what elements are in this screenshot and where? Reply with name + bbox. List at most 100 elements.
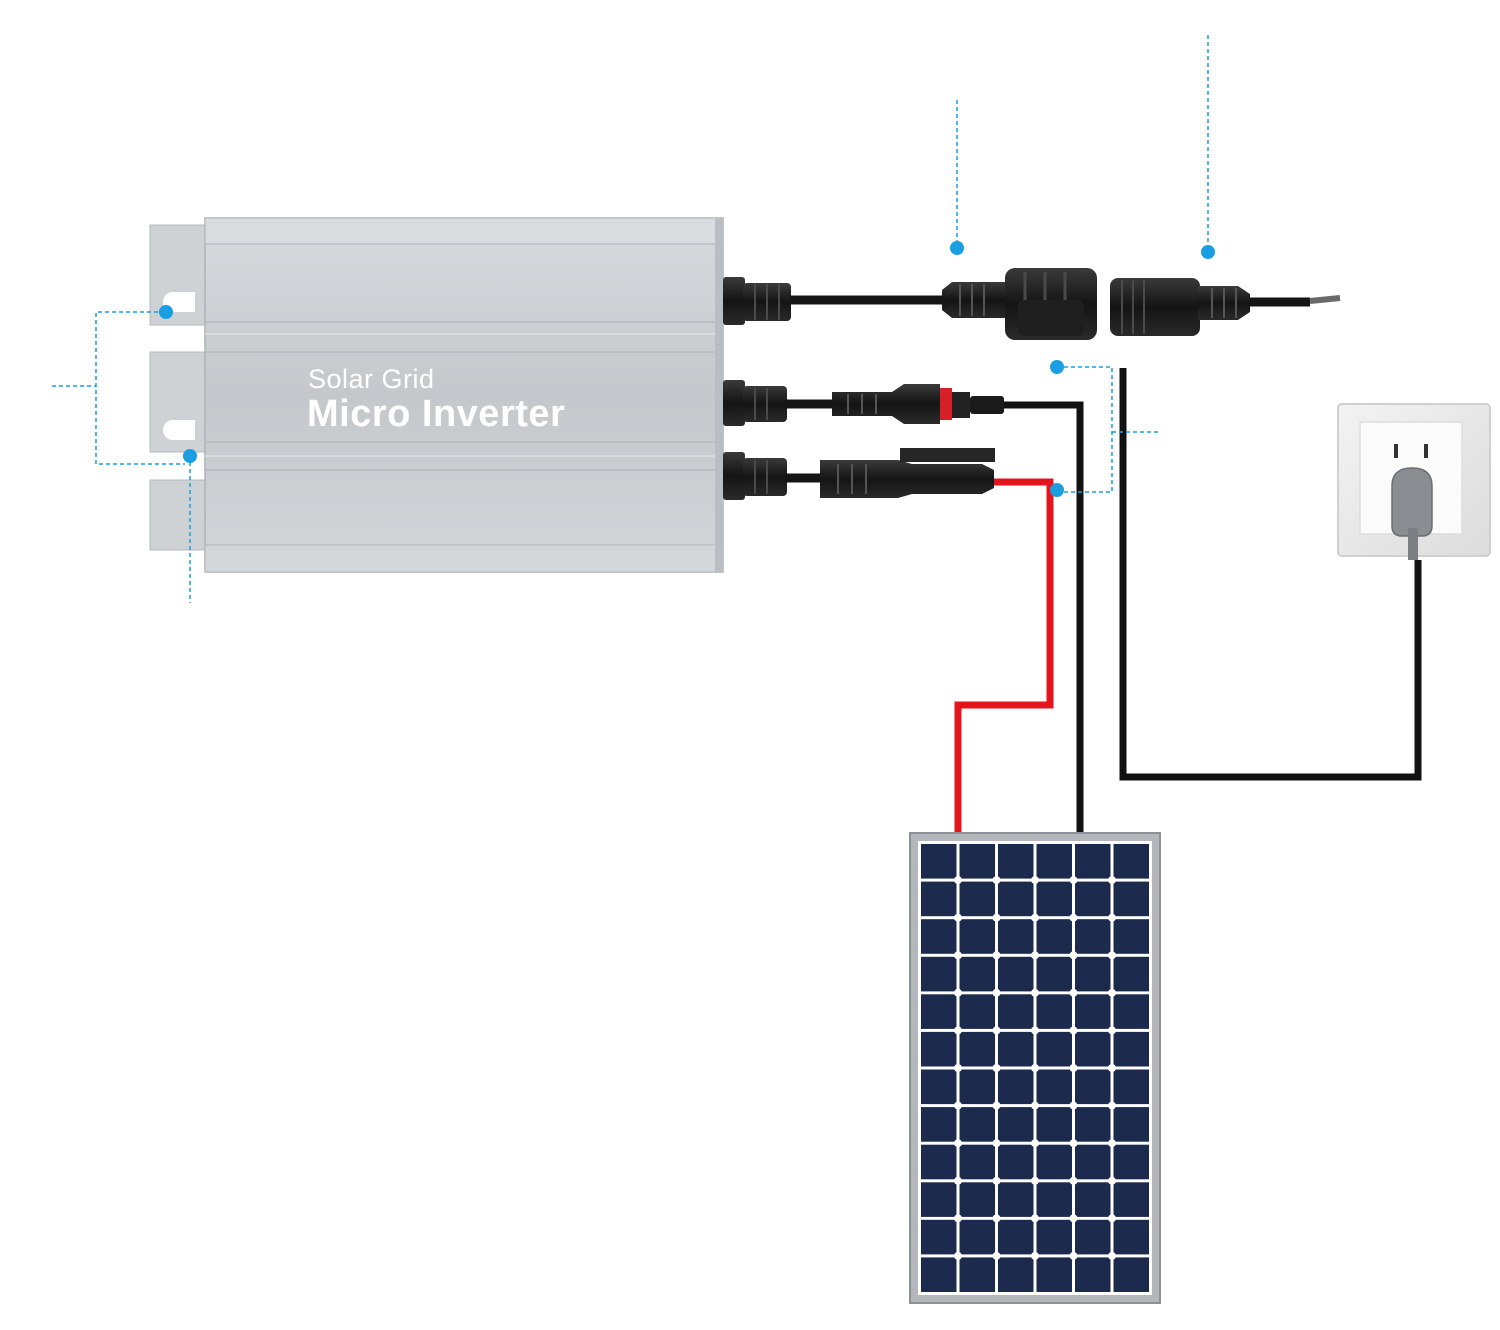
bracket-slot-top	[163, 292, 195, 312]
callout-dot-bracket-top	[159, 305, 173, 319]
solar-cell	[1113, 1031, 1149, 1067]
solar-cell-junction	[1108, 876, 1116, 885]
solar-cell	[1113, 1257, 1149, 1292]
callout-mc4-line	[1057, 366, 1113, 493]
solar-cell-junction	[1108, 1101, 1116, 1110]
solar-cell-junction	[992, 951, 1001, 960]
solar-cell	[959, 1182, 995, 1217]
solar-cell-junction	[1069, 1026, 1078, 1035]
solar-cell	[1113, 994, 1149, 1029]
solar-cell	[1075, 1257, 1111, 1292]
solar-cell	[1036, 1257, 1072, 1292]
solar-cell	[1113, 1069, 1149, 1105]
plug-icon	[1391, 467, 1433, 560]
solar-cell	[959, 881, 995, 917]
solar-cell	[1075, 1031, 1111, 1067]
solar-cell	[998, 1107, 1034, 1142]
solar-cell	[959, 844, 995, 879]
solar-cell	[1075, 994, 1111, 1029]
solar-cell	[921, 919, 957, 954]
solar-cell	[1075, 919, 1111, 954]
solar-cell	[1036, 844, 1072, 879]
solar-cell-junction	[1031, 1064, 1039, 1072]
solar-cell	[1113, 1219, 1149, 1255]
solar-cell-junction	[1108, 1139, 1116, 1148]
solar-cell	[959, 1069, 995, 1105]
solar-cell-junction	[1031, 951, 1039, 960]
solar-cell-junction	[1069, 1176, 1078, 1185]
solar-cell	[1036, 1182, 1072, 1217]
solar-cell-junction	[954, 1101, 962, 1110]
inverter-label-top: Solar Grid	[308, 364, 435, 394]
solar-cell-junction	[992, 1251, 1001, 1260]
solar-cell	[998, 1257, 1034, 1292]
wall-socket-icon	[1337, 403, 1491, 560]
solar-cell	[921, 1107, 957, 1142]
solar-cell-junction	[1031, 1139, 1039, 1148]
solar-cell	[921, 994, 957, 1029]
solar-cell	[1113, 1182, 1149, 1217]
ac-connector-male-icon	[942, 268, 1097, 340]
solar-cell-junction	[992, 1214, 1001, 1223]
solar-cell	[921, 1069, 957, 1105]
callout-dots	[159, 241, 1215, 497]
mc4-connector-negative-icon	[785, 384, 1004, 424]
solar-cell-junction	[992, 1139, 1001, 1148]
solar-cell-junction	[954, 951, 962, 960]
ac-connector-female-icon	[1110, 278, 1250, 336]
solar-cell-junction	[992, 988, 1001, 997]
solar-cell	[921, 1144, 957, 1180]
callouts	[52, 35, 1209, 603]
solar-cell-junction	[1069, 913, 1078, 922]
solar-cell-junction	[954, 876, 962, 885]
solar-cell	[1075, 1107, 1111, 1142]
solar-cell-junction	[1031, 1251, 1039, 1260]
solar-cell-junction	[954, 1251, 962, 1260]
solar-cell-junction	[1069, 876, 1078, 885]
solar-cell-junction	[1108, 988, 1116, 997]
solar-cell-junction	[954, 1064, 962, 1072]
solar-cell	[998, 844, 1034, 879]
solar-cell-junction	[1069, 1101, 1078, 1110]
callout-dot-mc4-top	[1050, 360, 1064, 374]
solar-cell	[921, 844, 957, 879]
solar-cell-junction	[1108, 913, 1116, 922]
solar-cell-junction	[992, 1101, 1001, 1110]
solar-cell-junction	[954, 1176, 962, 1185]
solar-cell	[998, 1182, 1034, 1217]
solar-cell	[921, 1257, 957, 1292]
solar-cell	[1075, 1144, 1111, 1180]
solar-cell	[1036, 1069, 1072, 1105]
solar-cell	[1036, 1031, 1072, 1067]
callout-dot-mc4-bottom	[1050, 483, 1064, 497]
solar-cell	[1075, 844, 1111, 879]
solar-cells	[921, 844, 1149, 1292]
solar-cell	[1036, 881, 1072, 917]
solar-cell	[1075, 956, 1111, 992]
solar-cell-junction	[954, 988, 962, 997]
solar-cell	[959, 1144, 995, 1180]
solar-cell	[1075, 1219, 1111, 1255]
solar-cell	[959, 994, 995, 1029]
solar-cell-junction	[1031, 1214, 1039, 1223]
solar-cell	[1036, 994, 1072, 1029]
solar-cell-junction	[992, 1176, 1001, 1185]
solar-cell	[998, 1219, 1034, 1255]
solar-cell	[998, 1144, 1034, 1180]
solar-cell	[1113, 1144, 1149, 1180]
bracket-slot-bottom	[163, 420, 195, 440]
inverter-label-main: Micro Inverter	[307, 393, 565, 435]
solar-cell-junction	[1031, 1176, 1039, 1185]
solar-cell-junction	[1031, 876, 1039, 885]
callout-dot-bracket-bottom	[183, 449, 197, 463]
dc-input-glands	[723, 380, 787, 500]
solar-cell	[921, 881, 957, 917]
solar-cell	[921, 1219, 957, 1255]
solar-cell	[959, 1257, 995, 1292]
solar-cell	[1075, 1182, 1111, 1217]
solar-cell	[1113, 844, 1149, 879]
solar-cell-junction	[1108, 1214, 1116, 1223]
solar-cell	[998, 881, 1034, 917]
solar-cell-junction	[992, 876, 1001, 885]
